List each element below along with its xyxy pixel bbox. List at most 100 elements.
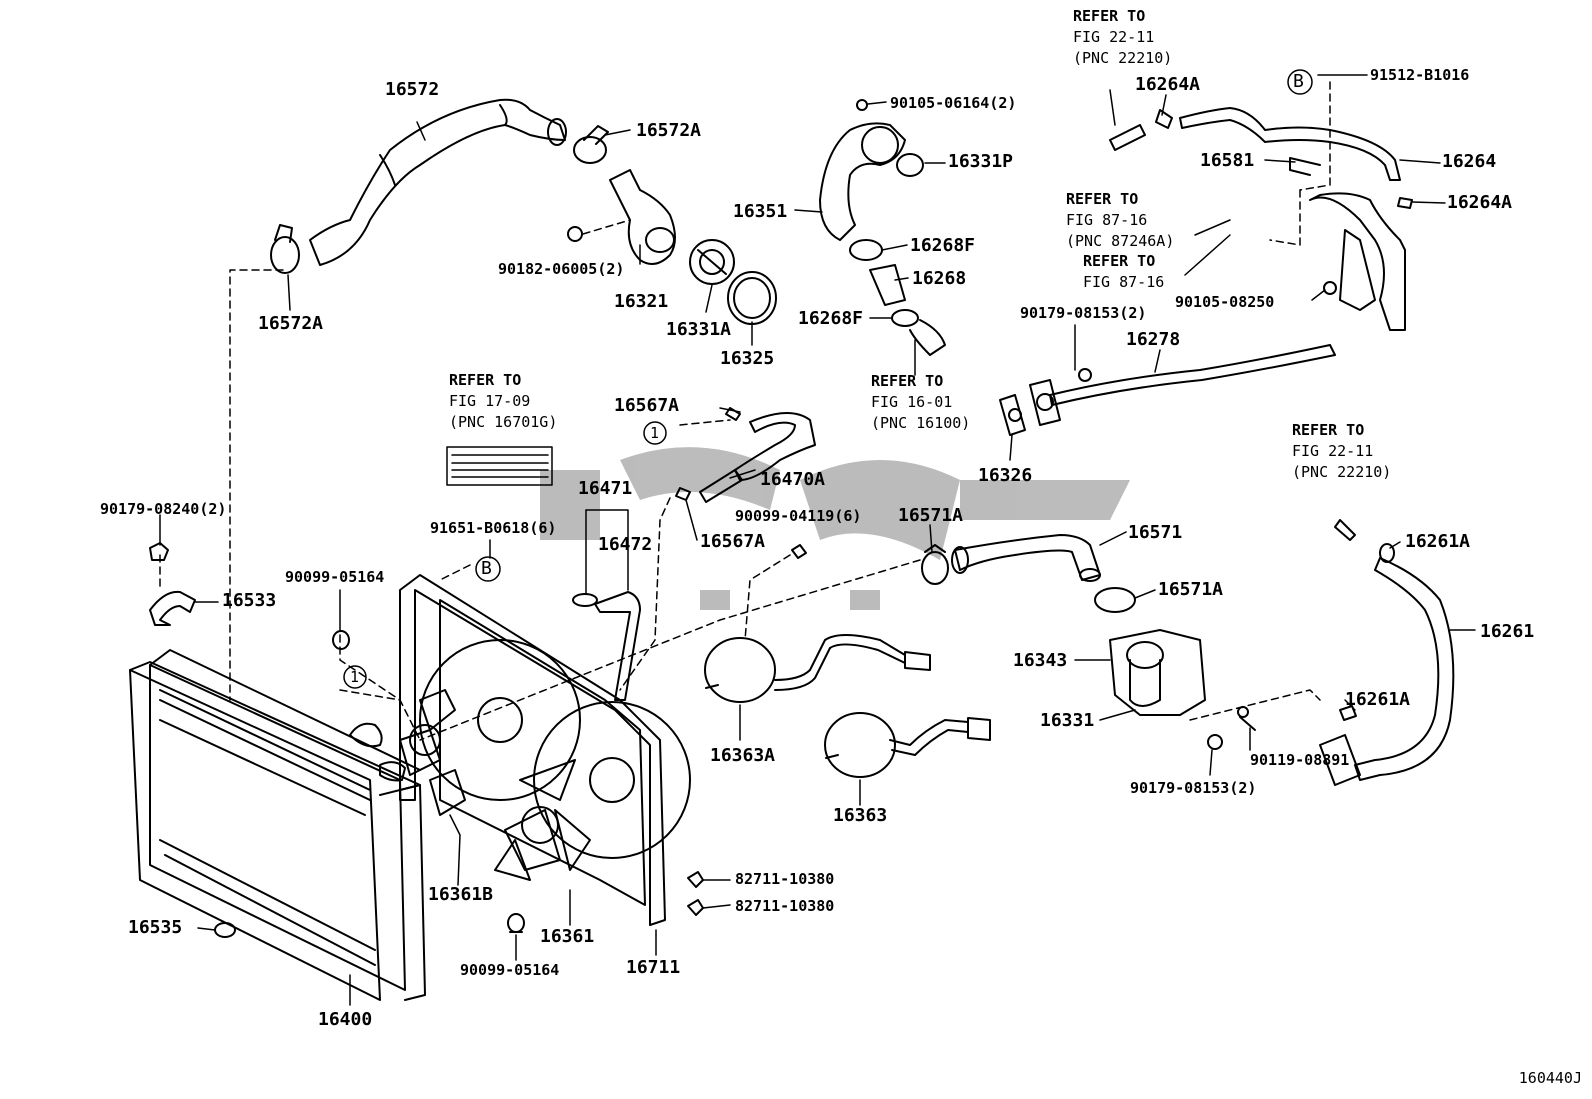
part-label[interactable]: 91651-B0618(6) [430,519,557,537]
part-label[interactable]: 16264A [1447,192,1513,213]
water-bypass-pipe [819,99,946,356]
radiator [129,649,426,1001]
part-label[interactable]: 16331P [948,151,1014,172]
marker-1: 1 [650,424,660,442]
leader-lines [159,74,1476,1006]
part-label[interactable]: 16261 [1480,621,1535,642]
refer-line: (PNC 16701G) [449,413,558,431]
part-label[interactable]: 16261A [1345,689,1411,710]
leader-lines [159,81,1331,741]
part-label[interactable]: 16572A [258,313,324,334]
lower-radiator-hose [951,534,1101,582]
part-label[interactable]: 16351 [733,201,788,222]
part-label[interactable]: 16361 [540,926,595,947]
hose-clamp-icon [270,224,300,274]
part-label[interactable]: 16268 [912,268,967,289]
fan-motor [824,712,991,778]
refer-line: FIG 17-09 [449,392,531,410]
refer-line: REFER TO [1073,7,1146,25]
part-label[interactable]: 16571A [1158,579,1224,600]
part-label[interactable]: 90182-06005(2) [498,260,625,278]
refer-line: FIG 22-11 [1292,442,1374,460]
part-label[interactable]: 16331A [666,319,732,340]
part-label[interactable]: 16567A [700,531,766,552]
part-label[interactable]: 16361B [428,884,494,905]
part-label[interactable]: 16471 [578,478,633,499]
part-label[interactable]: 90099-05164 [460,961,560,979]
part-label[interactable]: 16321 [614,291,669,312]
refer-note: REFER TO FIG 22-11 (PNC 22210) [1292,420,1391,483]
marker-b: B [481,558,492,579]
part-label[interactable]: 16261A [1405,531,1471,552]
water-inlet [1109,629,1256,750]
part-label[interactable]: 16711 [626,957,681,978]
refer-line: REFER TO [871,372,944,390]
refer-line: FIG 16-01 [871,393,953,411]
part-label[interactable]: 16571 [1128,522,1183,543]
part-label[interactable]: 16470A [760,469,826,490]
part-label[interactable]: 16533 [222,590,277,611]
part-label[interactable]: 16400 [318,1009,373,1030]
refer-line: (PNC 16100) [871,414,971,432]
marker-b: B [1293,71,1304,92]
thermostat-gasket [727,271,777,325]
fan-blade [399,689,466,816]
diagram-code: 160440J [1518,1069,1582,1087]
part-label[interactable]: 16343 [1013,650,1068,671]
watermark-logo [540,447,1130,610]
fan-motor [704,634,931,703]
part-label[interactable]: 16572 [385,79,440,100]
part-label[interactable]: 16472 [598,534,653,555]
fan-blade [494,759,591,881]
marker-1: 1 [350,668,360,686]
hose-clamp-icon [921,544,949,585]
part-label[interactable]: 16325 [720,348,775,369]
part-label[interactable]: 16278 [1126,329,1181,350]
part-label[interactable]: 90119-08891 [1250,751,1350,769]
part-label[interactable]: 82711-10380 [735,870,835,888]
part-label[interactable]: 90099-04119(6) [735,507,862,525]
refer-note: REFER TO FIG 22-11 (PNC 22210) [1073,6,1172,69]
refer-line: REFER TO [1292,421,1365,439]
part-label[interactable]: 90105-06164(2) [890,94,1017,112]
part-label[interactable]: 16268F [798,308,864,329]
reservoir-hose [572,407,816,701]
part-label[interactable]: 16264A [1135,74,1201,95]
refer-line: (PNC 87246A) [1066,232,1175,250]
part-label[interactable]: 91512-B1016 [1370,66,1470,84]
refer-line: (PNC 22210) [1292,463,1392,481]
part-label[interactable]: 16331 [1040,710,1095,731]
part-label[interactable]: 90099-05164 [285,568,385,586]
part-label[interactable]: 90105-08250 [1175,293,1275,311]
part-label[interactable]: 16363A [710,745,776,766]
hose-clamp-icon [573,125,609,164]
part-label[interactable]: 16326 [978,465,1033,486]
part-label[interactable]: 16581 [1200,150,1255,171]
hose-clamp-icon [1094,587,1136,613]
thermostat [689,239,735,285]
refer-line: FIG 22-11 [1073,28,1155,46]
radiator-support-bracket [149,542,807,933]
refer-line: (PNC 22210) [1073,49,1173,67]
part-label[interactable]: 16535 [128,917,183,938]
part-label[interactable]: 90179-08240(2) [100,500,227,518]
refer-note: REFER TO FIG 87-16 (PNC 87246A) [1066,189,1174,252]
part-label[interactable]: 16572A [636,120,702,141]
part-label[interactable]: 90179-08153(2) [1020,304,1147,322]
caution-label [446,446,553,486]
part-label[interactable]: 82711-10380 [735,897,835,915]
part-label[interactable]: 16567A [614,395,680,416]
part-label[interactable]: 16571A [898,505,964,526]
refer-line: REFER TO [1066,190,1139,208]
part-label[interactable]: 16363 [833,805,888,826]
water-outlet [567,169,676,265]
part-label[interactable]: 16268F [910,235,976,256]
part-label[interactable]: 16264 [1442,151,1497,172]
part-label[interactable]: 90179-08153(2) [1130,779,1257,797]
refer-line: FIG 87-16 [1066,211,1148,229]
fan-shroud [399,574,691,926]
